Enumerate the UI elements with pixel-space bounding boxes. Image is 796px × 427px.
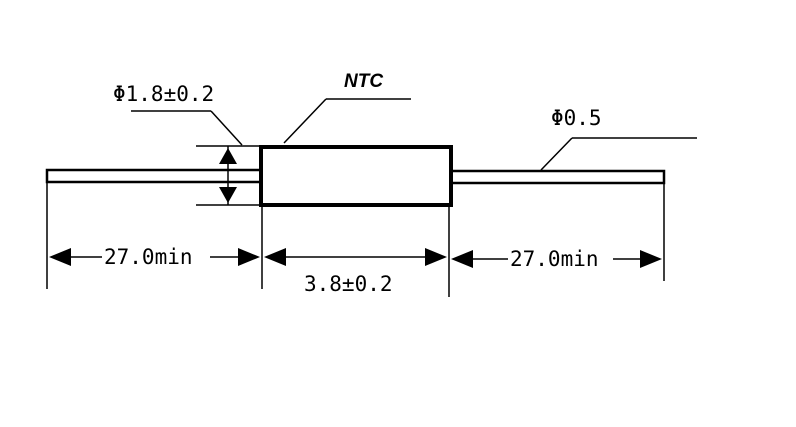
left-lead [45, 168, 263, 184]
ntc-leader [283, 98, 411, 144]
body-diameter-dimension [131, 110, 260, 206]
left-lead-dimension [49, 248, 260, 266]
thermistor-body [259, 145, 453, 207]
lead-diameter-leader [540, 137, 697, 171]
extension-lines [46, 182, 665, 297]
ntc-label: NTC [344, 71, 383, 92]
body-length-label: 3.8±0.2 [304, 272, 393, 296]
body-diameter-label: Φ1.8±0.2 [113, 82, 214, 106]
right-lead [448, 169, 666, 185]
right-lead-dimension [451, 250, 662, 268]
body-length-dimension [264, 248, 447, 266]
left-lead-length-label: 27.0min [104, 245, 193, 269]
right-lead-length-label: 27.0min [510, 247, 599, 271]
lead-diameter-label: Φ0.5 [551, 106, 602, 130]
